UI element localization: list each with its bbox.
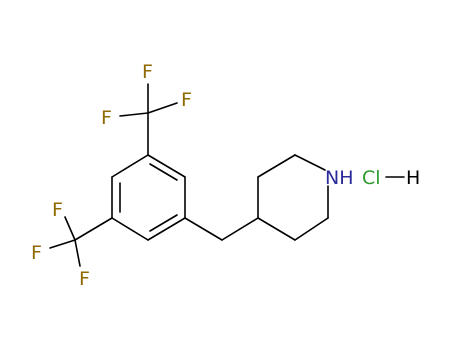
fluorine-atom-label: F [101, 107, 112, 129]
bond [74, 217, 113, 241]
ring-bond [294, 154, 326, 171]
ring-bond [257, 154, 296, 178]
nitrogen-atom-label: NH [325, 167, 354, 189]
bond [147, 102, 178, 114]
ring-double-bond [149, 163, 178, 181]
ring-double-bond [149, 214, 178, 232]
methylene-linker [184, 217, 259, 241]
bond [221, 217, 259, 241]
bond [74, 239, 81, 267]
chlorine-atom-label: Cl [362, 167, 381, 189]
fluorine-atom-label: F [181, 89, 192, 111]
benzene-ring [111, 154, 186, 241]
ring-bond [257, 217, 296, 241]
hydrogen-atom-label: H [406, 167, 420, 189]
ring-bond [147, 217, 186, 241]
fluorine-atom-label: F [79, 268, 90, 290]
bond [184, 217, 223, 241]
ring-bond [111, 154, 149, 178]
ring-bond [147, 154, 186, 178]
bond [64, 216, 76, 241]
piperidine-ring: NH [257, 154, 354, 241]
fluorine-atom-label: F [52, 199, 63, 221]
fluorine-atom-label: F [31, 242, 42, 264]
ring-bond [294, 217, 329, 241]
bond [119, 112, 149, 117]
fluorine-atom-label: F [142, 61, 153, 83]
trifluoromethyl-group-top: F F F [101, 61, 192, 156]
bond [49, 239, 76, 249]
trifluoromethyl-group-left: F F F [31, 199, 113, 290]
hydrochloride: Cl H [362, 167, 420, 189]
ring-bond [111, 217, 149, 241]
